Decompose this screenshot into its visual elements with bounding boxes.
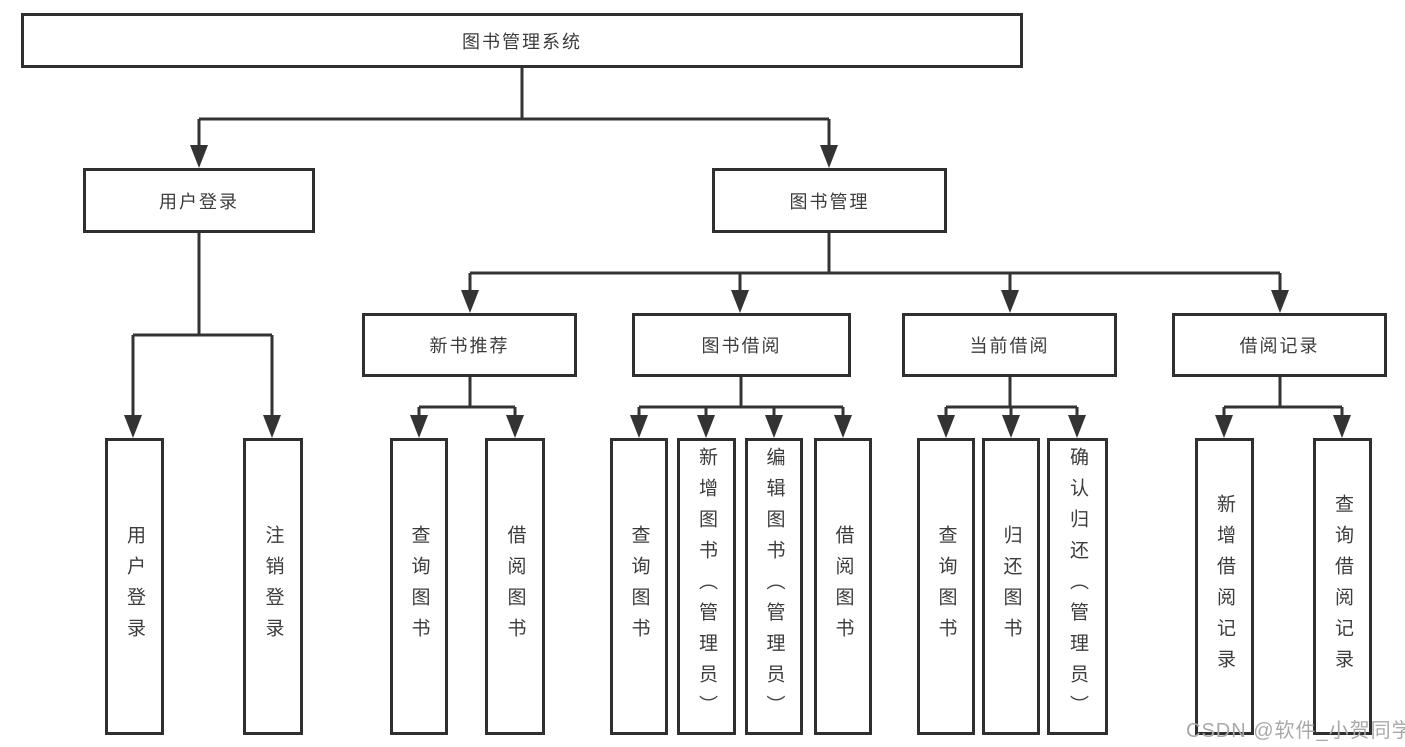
arrowheads-userlogin-leaves	[124, 415, 281, 438]
node-book-management: 图书管理	[712, 168, 947, 233]
node-label: 用户登录	[124, 524, 145, 649]
connector-root-to-level2	[197, 68, 831, 148]
leaf-records-add-borrow-record: 新增借阅记录	[1195, 438, 1254, 735]
node-label: 归还图书	[1000, 524, 1022, 649]
node-label: 图书借阅	[701, 336, 782, 356]
node-label: 借阅图书	[832, 524, 854, 649]
node-current-borrowing: 当前借阅	[902, 313, 1117, 377]
leaf-borrowing-borrow-books: 借阅图书	[814, 438, 872, 735]
leaf-user-login: 用户登录	[105, 438, 164, 735]
leaf-newbook-query-books: 查询图书	[390, 438, 448, 735]
connector-newbook-to-leaves	[417, 377, 517, 418]
arrowheads-level3	[461, 290, 1289, 313]
connector-userlogin-to-leaves	[131, 233, 274, 418]
connector-records-to-leaves	[1222, 377, 1344, 418]
leaf-borrowing-add-books-admin: 新增图书（管理员）	[677, 438, 736, 735]
node-label: 查询借阅记录	[1332, 493, 1353, 680]
node-label: 确认归还（管理员）	[1067, 447, 1088, 726]
leaf-records-query-borrow-record: 查询借阅记录	[1313, 438, 1372, 735]
node-book-borrowing: 图书借阅	[632, 313, 851, 377]
node-label: 查询图书	[628, 524, 650, 649]
arrowheads-current-leaves	[937, 415, 1086, 438]
node-label: 用户登录	[159, 191, 239, 212]
node-label: 新增图书（管理员）	[696, 447, 717, 726]
connector-current-to-leaves	[944, 377, 1079, 418]
leaf-logout: 注销登录	[243, 438, 303, 735]
node-user-login: 用户登录	[83, 168, 315, 233]
leaf-borrowing-edit-books-admin: 编辑图书（管理员）	[745, 438, 803, 735]
arrowheads-records-leaves	[1215, 415, 1351, 438]
node-new-book-recommend: 新书推荐	[362, 313, 577, 377]
node-label: 图书管理	[789, 191, 870, 212]
node-borrowing-records: 借阅记录	[1172, 313, 1387, 377]
node-label: 编辑图书（管理员）	[763, 447, 785, 726]
arrowheads-borrowing-leaves	[630, 415, 852, 438]
node-label: 查询图书	[408, 524, 430, 649]
node-label: 借阅记录	[1239, 336, 1320, 356]
leaf-newbook-borrow-books: 借阅图书	[485, 438, 545, 735]
node-label: 新书推荐	[429, 336, 510, 356]
leaf-current-return-books: 归还图书	[982, 438, 1040, 735]
arrowheads-level2	[190, 145, 838, 168]
node-library-management-system: 图书管理系统	[21, 13, 1023, 68]
node-label: 新增借阅记录	[1214, 493, 1235, 680]
leaf-current-confirm-return-admin: 确认归还（管理员）	[1047, 438, 1108, 735]
csdn-watermark: CSDN @软件_小贺同学	[1186, 720, 1405, 742]
connector-borrowing-to-leaves	[637, 377, 845, 418]
leaf-current-query-books: 查询图书	[917, 438, 975, 735]
node-label: 查询图书	[935, 524, 957, 649]
node-label: 借阅图书	[504, 524, 526, 649]
node-label: 注销登录	[262, 524, 284, 649]
leaf-borrowing-query-books: 查询图书	[610, 438, 668, 735]
node-label: 图书管理系统	[462, 31, 582, 52]
node-label: 当前借阅	[969, 336, 1050, 356]
arrowheads-newbook-leaves	[410, 415, 524, 438]
connector-bookmgmt-to-level3	[468, 233, 1282, 293]
